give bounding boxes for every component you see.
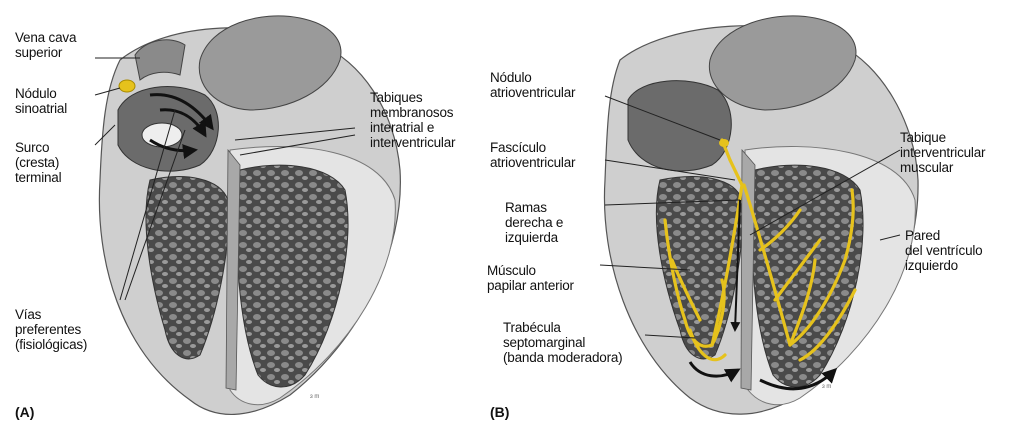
label-tabiques-membranosos: Tabiques membranosos interatrial e inter…: [370, 90, 455, 150]
label-musculo-papilar: Músculo papilar anterior: [487, 263, 574, 293]
label-nodulo-sinoatrial: Nódulo sinoatrial: [15, 86, 67, 116]
heart-a-tricuspid-orifice: [142, 123, 182, 147]
label-pared-ventriculo: Pared del ventrículo izquierdo: [905, 228, 983, 273]
heart-a-sinoatrial-node: [119, 80, 135, 92]
svg-text:ɜ m: ɜ m: [310, 394, 319, 400]
label-fasciculo-atrioventricular: Fascículo atrioventricular: [490, 140, 575, 170]
heart-b: [604, 16, 918, 414]
heart-b-right-atrium: [628, 81, 731, 171]
heart-b-av-node-dot: [719, 139, 729, 147]
panel-tag-b: (B): [490, 404, 509, 420]
label-vena-cava-superior: Vena cava superior: [15, 30, 76, 60]
label-trabecula-septomarginal: Trabécula septomarginal (banda moderador…: [503, 320, 622, 365]
label-nodulo-atrioventricular: Nódulo atrioventricular: [490, 70, 575, 100]
label-surco-terminal: Surco (cresta) terminal: [15, 140, 61, 185]
svg-text:ɜ m: ɜ m: [822, 384, 831, 390]
label-tabique-muscular: Tabique interventricular muscular: [900, 130, 985, 175]
panel-tag-a: (A): [15, 404, 34, 420]
label-vias-preferentes: Vías preferentes (fisiológicas): [15, 307, 87, 352]
label-ramas: Ramas derecha e izquierda: [505, 200, 563, 245]
